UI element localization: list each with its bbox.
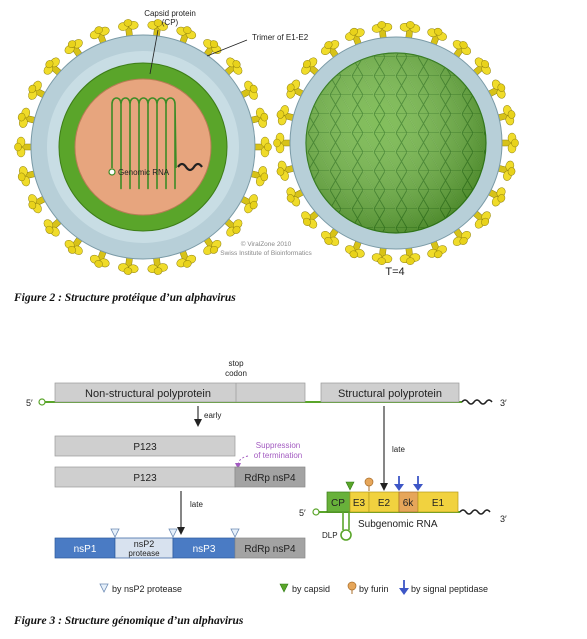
legend-furin-label: by furin [359, 584, 389, 594]
dlp-hairpin [340, 512, 352, 541]
genome-three-prime: 3′ [500, 398, 507, 408]
nsp1-label: nsP1 [74, 544, 97, 555]
gene-e1-label: E1 [432, 498, 445, 509]
virion-cross-section [14, 19, 272, 275]
stop-codon-line-1: stop [228, 359, 244, 368]
nsp4-box-2 [234, 537, 306, 559]
genome-cap-icon [38, 398, 46, 406]
p123-label-1: P123 [133, 442, 157, 453]
capsid-protein-label: Capsid protein [144, 9, 196, 18]
capsid-abbrev-label: (CP) [162, 18, 179, 27]
legend-capsid-icon [279, 583, 289, 593]
trimer-label: Trimer of E1-E2 [252, 33, 309, 42]
gene-e2-label: E2 [378, 498, 391, 509]
legend-signal-peptidase-icon [399, 580, 409, 595]
structural-polyprotein-box [320, 382, 460, 403]
suppression-line-1: Suppression [256, 441, 300, 450]
legend: by nsP2 protease by capsid by furin by s… [99, 580, 488, 595]
late-label-ns: late [190, 500, 203, 509]
nsp2-label: nsP2 [134, 539, 155, 549]
virion-surface-view [273, 21, 519, 265]
genome-five-prime: 5′ [26, 398, 33, 408]
subgenomic-three-prime: 3′ [500, 514, 507, 524]
subgenomic-five-prime: 5′ [299, 508, 306, 518]
p123-box-1 [54, 435, 236, 457]
figure-3-caption: Figure 3 : Structure génomique d’un alph… [14, 615, 244, 627]
structural-polyprotein-label: Structural polyprotein [338, 388, 442, 400]
nonstructural-polyprotein-box [54, 382, 306, 403]
credit-line-2: Swiss Institute of Bioinformatics [220, 250, 312, 257]
suppression-line-2: of termination [254, 451, 302, 460]
figure-2-caption: Figure 2 : Structure protéique d’un alph… [14, 292, 236, 304]
furin-cleavage-marker [364, 477, 374, 491]
gene-e1-box [417, 491, 459, 513]
p123-label-2: P123 [133, 473, 157, 484]
gene-cp-label: CP [331, 498, 345, 509]
legend-nsp2-label: by nsP2 protease [112, 584, 182, 594]
triangulation-label: T=4 [385, 266, 404, 278]
gene-6k-label: 6k [403, 498, 415, 509]
genome-map: 5′ 3′ Non-structural polyprotein stop co… [26, 359, 507, 595]
nsp4-box-1 [234, 466, 306, 488]
nsp2-protease-label: protease [128, 549, 160, 558]
early-label: early [204, 411, 221, 420]
rna-cap-icon [108, 168, 116, 176]
nsp4-label-1: RdRp nsP4 [244, 473, 296, 484]
genomic-rna-coil [111, 97, 203, 190]
subgenomic-cap-icon [312, 508, 320, 516]
dlp-label: DLP [322, 531, 338, 540]
stop-codon-line-2: codon [225, 369, 247, 378]
legend-furin-icon [347, 581, 357, 594]
capsid-cleavage-marker [345, 481, 355, 491]
legend-capsid-label: by capsid [292, 584, 330, 594]
genomic-rna-label: Genomic RNA [118, 168, 170, 177]
signal-peptidase-markers [394, 476, 423, 491]
gene-e3-label: E3 [353, 498, 366, 509]
legend-nsp2-icon [99, 583, 109, 593]
subgenomic-rna-label: Subgenomic RNA [358, 519, 438, 530]
nonstructural-polyprotein-label: Non-structural polyprotein [85, 388, 211, 400]
nsp3-label: nsP3 [193, 544, 216, 555]
credit-line-1: © ViralZone 2010 [241, 240, 292, 248]
legend-signal-peptidase-label: by signal peptidase [411, 584, 488, 594]
late-label-s: late [392, 445, 405, 454]
nsp4-label-2: RdRp nsP4 [244, 544, 296, 555]
nsp2-cleavage-markers [110, 528, 240, 538]
